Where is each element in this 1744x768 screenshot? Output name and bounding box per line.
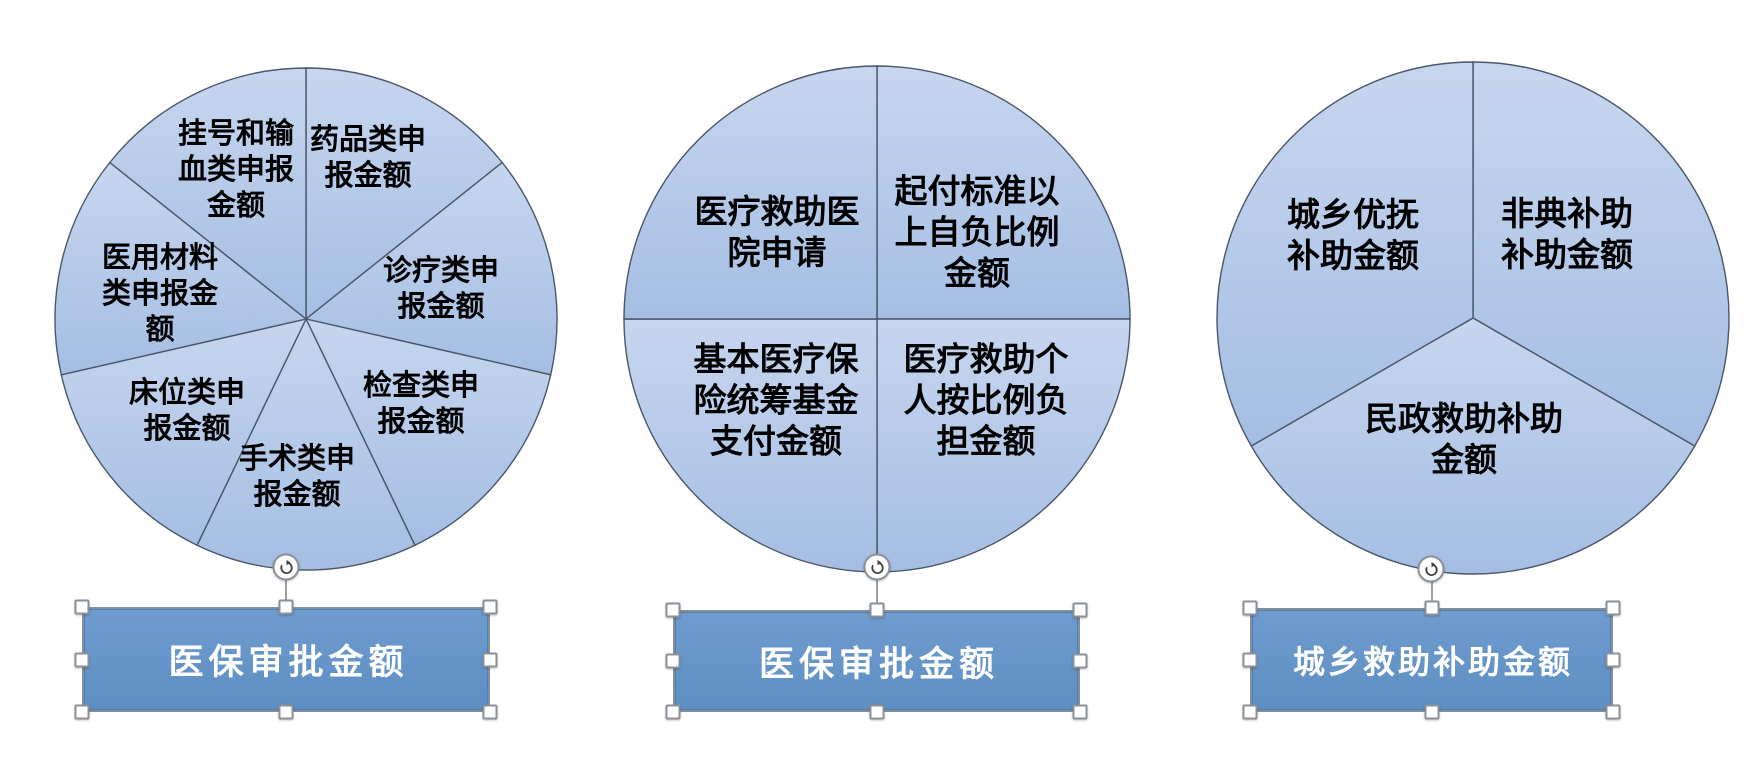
pie-slice-civil-relief[interactable] xyxy=(1250,317,1696,575)
pie-slice-surgery[interactable] xyxy=(196,317,416,571)
resize-handle-w[interactable] xyxy=(1242,652,1258,668)
resize-handle-se[interactable] xyxy=(1605,704,1621,720)
pie-claim-categories xyxy=(54,67,558,571)
pie-slice-hospital-apply[interactable] xyxy=(623,65,878,320)
resize-handle-se[interactable] xyxy=(1072,704,1088,720)
resize-handle-nw[interactable] xyxy=(1242,600,1258,616)
slice-label: 非典补助补助金额 xyxy=(1501,194,1633,274)
pie-slice-materials[interactable] xyxy=(54,161,308,376)
rotate-icon xyxy=(1424,561,1438,576)
resize-handle-ne[interactable] xyxy=(1072,602,1088,618)
resize-handle-s[interactable] xyxy=(869,704,885,720)
pie-slice-deductible[interactable] xyxy=(876,65,1131,320)
resize-handle-s[interactable] xyxy=(278,704,294,720)
pie-slice-pooled-fund[interactable] xyxy=(623,318,878,573)
pie-subsidy-types xyxy=(1216,61,1730,575)
resize-handle-ne[interactable] xyxy=(482,599,498,615)
pie-slice-urban-rural-care[interactable] xyxy=(1216,61,1474,447)
rotate-connector xyxy=(876,569,878,610)
resize-handle-e[interactable] xyxy=(1072,653,1088,669)
slice-label: 床位类申报金额 xyxy=(128,375,245,445)
slice-label: 城乡优抚补助金额 xyxy=(1287,195,1419,275)
rotate-handle[interactable] xyxy=(272,553,300,581)
slice-label: 医用材料类申报金额 xyxy=(101,240,218,346)
slice-label: 手术类申报金额 xyxy=(238,441,355,511)
pie-slice-registration-blood[interactable] xyxy=(108,67,307,321)
resize-handle-nw[interactable] xyxy=(74,599,90,615)
resize-handle-nw[interactable] xyxy=(665,602,681,618)
rotate-handle[interactable] xyxy=(863,553,891,581)
resize-handle-e[interactable] xyxy=(1605,652,1621,668)
resize-handle-sw[interactable] xyxy=(74,704,90,720)
pie-slice-personal-share[interactable] xyxy=(876,318,1131,573)
caption-box-urban-rural-subsidy[interactable]: 城乡救助补助金额 xyxy=(1250,608,1613,712)
pie-payment-split xyxy=(623,65,1131,573)
slice-label: 药品类申报金额 xyxy=(309,122,426,192)
pie-slice-drugs[interactable] xyxy=(305,67,504,321)
slice-label: 诊疗类申报金额 xyxy=(382,253,499,323)
pie-slice-bed[interactable] xyxy=(60,317,308,547)
rotate-icon xyxy=(279,559,293,574)
slice-label: 起付标准以上自负比例金额 xyxy=(894,171,1060,293)
caption-label: 城乡救助补助金额 xyxy=(1292,643,1573,681)
caption-box-insurance-approval-2[interactable]: 医保审批金额 xyxy=(673,610,1080,712)
caption-box-insurance-approval-1[interactable]: 医保审批金额 xyxy=(82,607,490,712)
caption-label: 医保审批金额 xyxy=(758,644,999,685)
resize-handle-n[interactable] xyxy=(869,602,885,618)
caption-label: 医保审批金额 xyxy=(168,643,409,683)
pie-slice-sars-subsidy[interactable] xyxy=(1472,61,1730,447)
rotate-connector xyxy=(285,569,287,607)
pie-slice-examination[interactable] xyxy=(304,317,552,547)
slice-label: 检查类申报金额 xyxy=(362,368,479,438)
resize-handle-se[interactable] xyxy=(482,704,498,720)
resize-handle-w[interactable] xyxy=(74,652,90,668)
slice-label: 医疗救助医院申请 xyxy=(694,192,860,272)
rotate-connector xyxy=(1431,571,1433,608)
rotate-icon xyxy=(870,559,884,574)
slice-label: 医疗救助个人按比例负担金额 xyxy=(903,339,1069,461)
resize-handle-e[interactable] xyxy=(482,652,498,668)
slice-label: 基本医疗保险统筹基金支付金额 xyxy=(693,339,859,461)
resize-handle-sw[interactable] xyxy=(1242,704,1258,720)
resize-handle-n[interactable] xyxy=(1424,600,1440,616)
resize-handle-sw[interactable] xyxy=(665,704,681,720)
resize-handle-s[interactable] xyxy=(1424,704,1440,720)
resize-handle-n[interactable] xyxy=(278,599,294,615)
resize-handle-ne[interactable] xyxy=(1605,600,1621,616)
resize-handle-w[interactable] xyxy=(665,653,681,669)
slice-label: 挂号和输血类申报金额 xyxy=(177,116,294,222)
pie-slice-treatment[interactable] xyxy=(304,161,558,376)
slice-label: 民政救助补助金额 xyxy=(1365,399,1563,479)
rotate-handle[interactable] xyxy=(1417,555,1445,583)
